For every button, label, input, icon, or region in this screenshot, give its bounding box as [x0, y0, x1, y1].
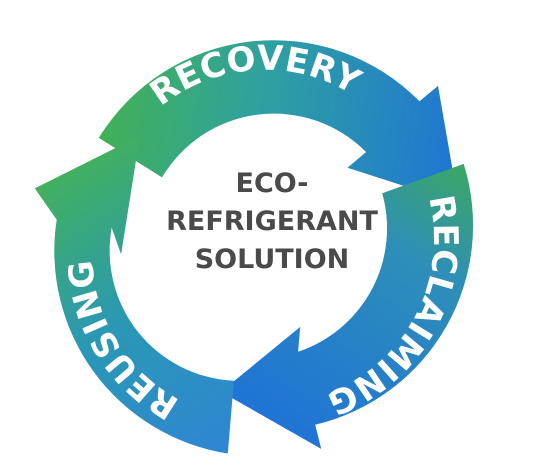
reusing-arrow: [34, 135, 234, 454]
center-title-line-2: REFRIGERANT: [166, 206, 378, 237]
center-title-line-3: SOLUTION: [195, 244, 350, 275]
recovery-arrow: [98, 40, 459, 204]
reclaiming-arrow: [221, 163, 474, 449]
center-title: ECO- REFRIGERANT SOLUTION: [166, 168, 378, 275]
center-title-line-1: ECO-: [236, 168, 309, 199]
